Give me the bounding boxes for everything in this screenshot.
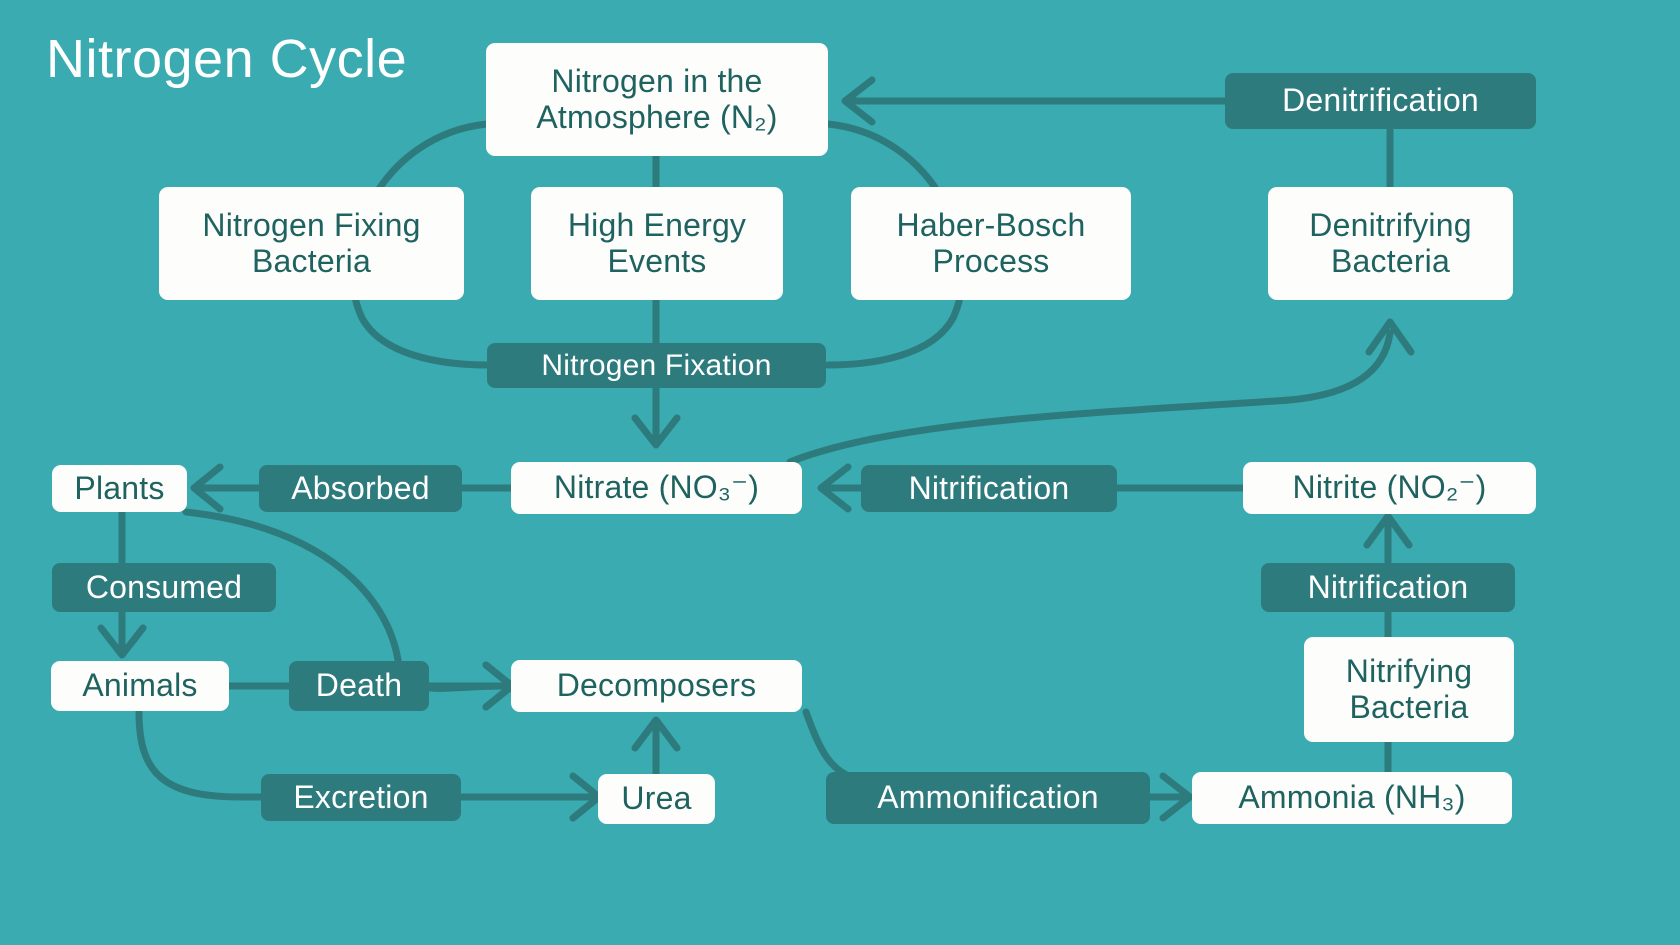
node-high-energy-events: High Energy Events — [531, 187, 783, 300]
node-decomposers: Decomposers — [511, 660, 802, 712]
node-denitrifying-bacteria: Denitrifying Bacteria — [1268, 187, 1513, 300]
node-haber-bosch-process: Haber-Bosch Process — [851, 187, 1131, 300]
node-urea: Urea — [598, 774, 715, 824]
node-absorbed: Absorbed — [259, 465, 462, 512]
node-death: Death — [289, 661, 429, 711]
edge-decomposers-to-ammonification — [802, 708, 866, 784]
arrowhead-to-nitrite — [1363, 512, 1413, 549]
arrowhead-nitrification-to-nitrate — [817, 463, 852, 513]
node-consumed: Consumed — [52, 563, 276, 612]
node-nitrogen-fixing-bacteria: Nitrogen Fixing Bacteria — [159, 187, 464, 300]
node-plants: Plants — [52, 465, 187, 512]
node-nitrifying-bacteria: Nitrifying Bacteria — [1304, 637, 1514, 742]
node-ammonification: Ammonification — [826, 772, 1150, 824]
node-nitrogen-fixation: Nitrogen Fixation — [487, 343, 826, 388]
node-nitrogen-atmosphere: Nitrogen in the Atmosphere (N₂) — [486, 43, 828, 156]
arrowhead-plants-to-decomposers — [482, 661, 516, 711]
page-title: Nitrogen Cycle — [46, 29, 408, 89]
edge-nitrate-to-denitrifying-bacteria — [786, 329, 1394, 466]
arrowhead-urea-to-decomposers — [631, 716, 681, 752]
arrowhead-to-ammonia — [1159, 772, 1194, 822]
arrowhead-death-to-decomposers — [482, 661, 516, 711]
arrowhead-to-nitrate — [631, 414, 681, 449]
edge-animals-to-excretion — [135, 708, 266, 801]
arrowhead-to-atmosphere — [841, 76, 876, 126]
node-excretion: Excretion — [261, 774, 461, 821]
node-nitrate: Nitrate (NO₃⁻) — [511, 462, 802, 514]
arrowhead-to-plants — [190, 463, 224, 513]
arrowhead-to-animals — [97, 624, 147, 659]
node-nitrite: Nitrite (NO₂⁻) — [1243, 462, 1536, 514]
node-animals: Animals — [51, 661, 229, 711]
arrowhead-to-urea — [569, 772, 603, 822]
node-nitrification-right: Nitrification — [1261, 563, 1515, 612]
node-nitrification-left: Nitrification — [861, 465, 1117, 512]
node-ammonia: Ammonia (NH₃) — [1192, 772, 1512, 824]
arrowhead-to-denitrifying-bacteria — [1365, 318, 1415, 356]
node-denitrification: Denitrification — [1225, 73, 1536, 129]
